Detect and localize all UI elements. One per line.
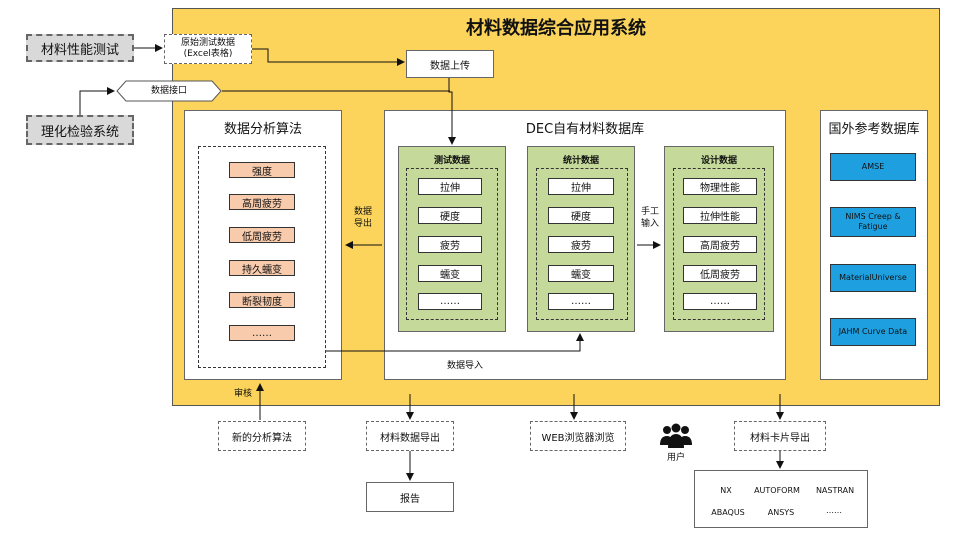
- data-upload-box[interactable]: 数据上传: [406, 50, 494, 78]
- raw-data-box[interactable]: 原始测试数据 (Excel表格): [164, 34, 252, 64]
- stat-data-item-more[interactable]: ……: [548, 293, 614, 310]
- stat-data-item-hardness[interactable]: 硬度: [548, 207, 614, 224]
- web-browser-box[interactable]: WEB浏览器浏览: [530, 421, 626, 451]
- test-data-item-creep[interactable]: 蠕变: [418, 265, 482, 282]
- software-more[interactable]: ……: [826, 506, 842, 515]
- analysis-dashed-group: [198, 146, 326, 368]
- design-data-item-more[interactable]: ……: [683, 293, 757, 310]
- stat-data-title: 统计数据: [562, 156, 599, 166]
- foreign-database-title: 国外参考数据库: [828, 122, 920, 137]
- test-data-item-hardness[interactable]: 硬度: [418, 207, 482, 224]
- software-abaqus[interactable]: ABAQUS: [711, 508, 745, 517]
- stat-data-dashed-group: [536, 168, 628, 320]
- phys-chem-system-box[interactable]: 理化检验系统: [26, 115, 134, 145]
- test-data-item-more[interactable]: ……: [418, 293, 482, 310]
- design-data-item-tensile[interactable]: 拉伸性能: [683, 207, 757, 224]
- manual-input-line2: 输入: [640, 219, 659, 230]
- design-data-item-low-cycle[interactable]: 低周疲劳: [683, 265, 757, 282]
- dec-database-title: DEC自有材料数据库: [525, 122, 645, 137]
- foreign-db-amse[interactable]: AMSE: [830, 153, 916, 181]
- material-data-export-box[interactable]: 材料数据导出: [366, 421, 454, 451]
- export-label: 数据 导出: [346, 206, 380, 230]
- design-data-item-high-cycle[interactable]: 高周疲劳: [683, 236, 757, 253]
- algo-item-creep[interactable]: 持久蠕变: [229, 260, 295, 276]
- software-nastran[interactable]: NASTRAN: [815, 486, 855, 495]
- design-data-dashed-group: [673, 168, 765, 320]
- algo-item-low-cycle-fatigue[interactable]: 低周疲劳: [229, 227, 295, 243]
- raw-data-line2: (Excel表格): [183, 49, 233, 59]
- algo-item-high-cycle-fatigue[interactable]: 高周疲劳: [229, 194, 295, 210]
- algo-item-more[interactable]: ……: [229, 325, 295, 341]
- software-ansys[interactable]: ANSYS: [767, 508, 795, 517]
- test-data-title: 测试数据: [433, 156, 470, 166]
- stat-data-item-fatigue[interactable]: 疲劳: [548, 236, 614, 253]
- test-data-dashed-group: [406, 168, 498, 320]
- software-autoform[interactable]: AUTOFORM: [754, 486, 800, 495]
- export-label-line2: 导出: [353, 219, 372, 230]
- raw-data-line1: 原始测试数据: [180, 37, 235, 48]
- system-title: 材料数据综合应用系统: [466, 18, 646, 39]
- user-label: 用户: [666, 453, 685, 463]
- design-data-item-physical[interactable]: 物理性能: [683, 178, 757, 195]
- manual-input-label: 手工 输入: [637, 206, 663, 230]
- material-test-box[interactable]: 材料性能测试: [26, 34, 134, 62]
- data-interface-label: 数据接口: [150, 86, 187, 96]
- stat-data-item-tensile[interactable]: 拉伸: [548, 178, 614, 195]
- import-label: 数据导入: [446, 361, 483, 371]
- report-box[interactable]: 报告: [366, 482, 454, 512]
- algo-item-strength[interactable]: 强度: [229, 162, 295, 178]
- foreign-db-nims[interactable]: NIMS Creep & Fatigue: [830, 207, 916, 237]
- design-data-title: 设计数据: [700, 156, 737, 166]
- algo-item-fracture-toughness[interactable]: 断裂韧度: [229, 292, 295, 308]
- review-label: 审核: [233, 389, 252, 399]
- data-interface-shape[interactable]: [116, 80, 222, 102]
- manual-input-line1: 手工: [640, 207, 659, 217]
- foreign-db-materialuniverse[interactable]: MaterialUniverse: [830, 264, 916, 292]
- export-label-line1: 数据: [353, 207, 372, 217]
- test-data-item-fatigue[interactable]: 疲劳: [418, 236, 482, 253]
- material-card-export-box[interactable]: 材料卡片导出: [734, 421, 826, 451]
- stat-data-item-creep[interactable]: 蠕变: [548, 265, 614, 282]
- users-icon: [660, 423, 692, 448]
- foreign-db-jahm[interactable]: JAHM Curve Data: [830, 318, 916, 346]
- new-algorithm-box[interactable]: 新的分析算法: [218, 421, 306, 451]
- software-box: [694, 470, 868, 528]
- software-nx[interactable]: NX: [720, 486, 732, 495]
- test-data-item-tensile[interactable]: 拉伸: [418, 178, 482, 195]
- analysis-title: 数据分析算法: [223, 122, 302, 137]
